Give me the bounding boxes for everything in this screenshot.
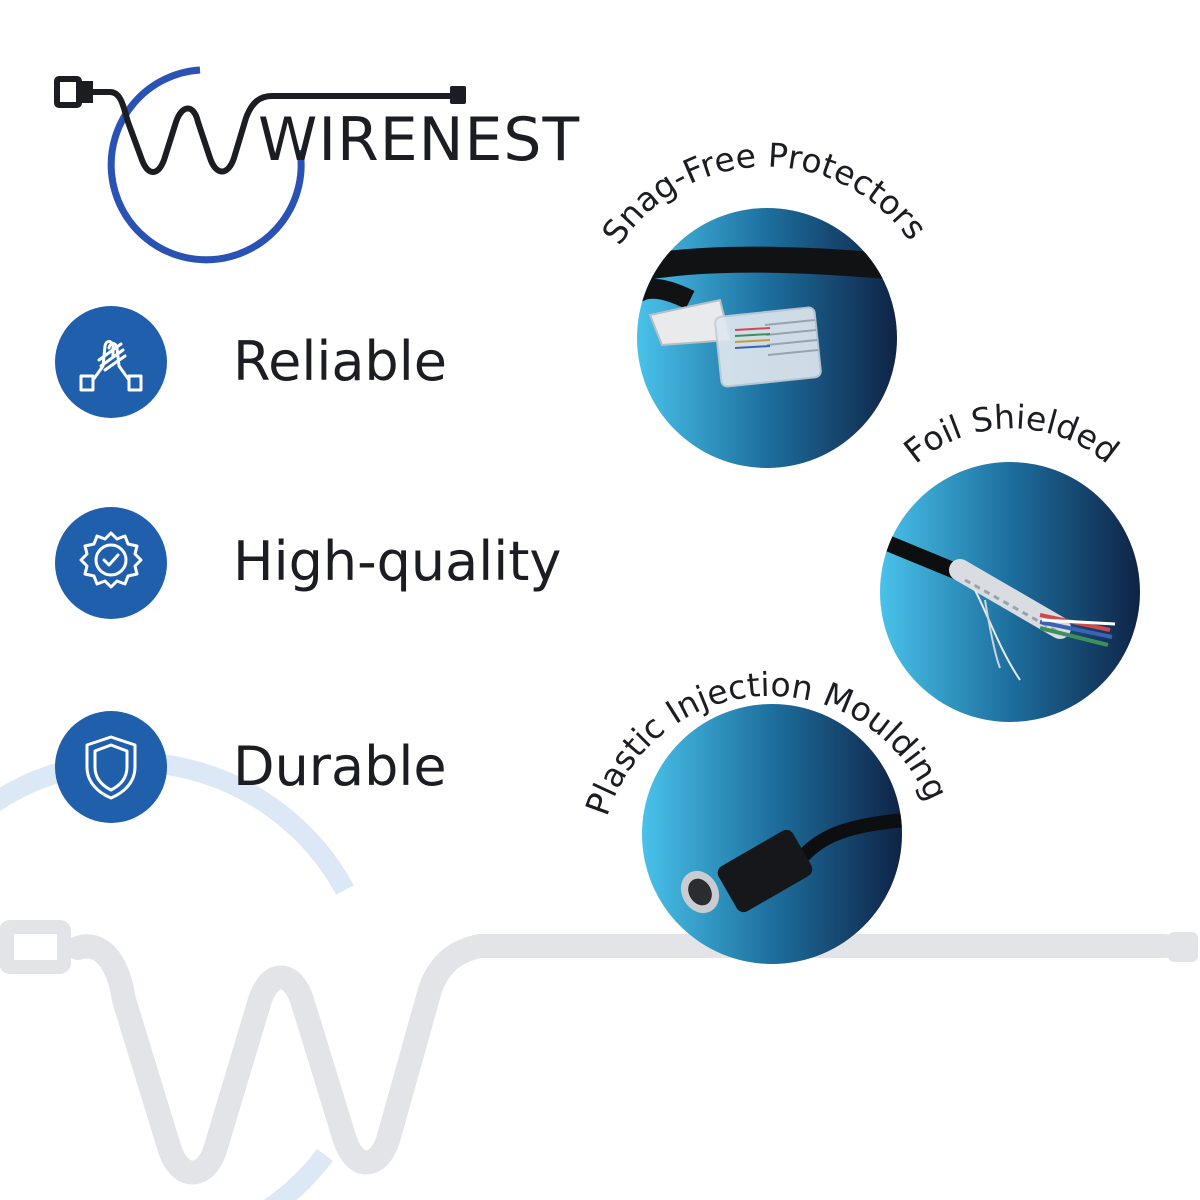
watermark-plug-right [1168, 932, 1198, 962]
mini-din-connector-photo [680, 813, 902, 914]
handshake-icon [79, 340, 143, 392]
watermark-cable [66, 934, 1177, 1185]
feature-label-durable: Durable [233, 735, 447, 798]
feature-icon-reliable [55, 306, 167, 418]
feature-icon-high-quality [55, 507, 167, 619]
rj45-connector-photo [637, 246, 897, 388]
feature-icon-durable [55, 711, 167, 823]
callout-label-foil-shielded: Foil Shielded [896, 397, 1126, 471]
logo-wordmark: WIRENEST [258, 105, 580, 175]
callout-snag-free-protectors: Snag-Free Protectors [594, 135, 935, 468]
callout-circle-3 [642, 704, 902, 964]
watermark-ring [0, 752, 354, 1200]
logo-cable-wave [90, 89, 455, 175]
callout-foil-shielded: Foil Shielded [880, 397, 1140, 722]
shield-icon [85, 735, 137, 800]
callout-plastic-injection-moulding: Plastic Injection Moulding [578, 665, 956, 964]
feature-label-reliable: Reliable [233, 330, 447, 393]
foil-shielded-wires-photo [880, 532, 1116, 681]
quality-badge-icon [79, 531, 143, 589]
feature-label-high-quality: High-quality [233, 530, 562, 593]
logo-ring [107, 66, 305, 264]
